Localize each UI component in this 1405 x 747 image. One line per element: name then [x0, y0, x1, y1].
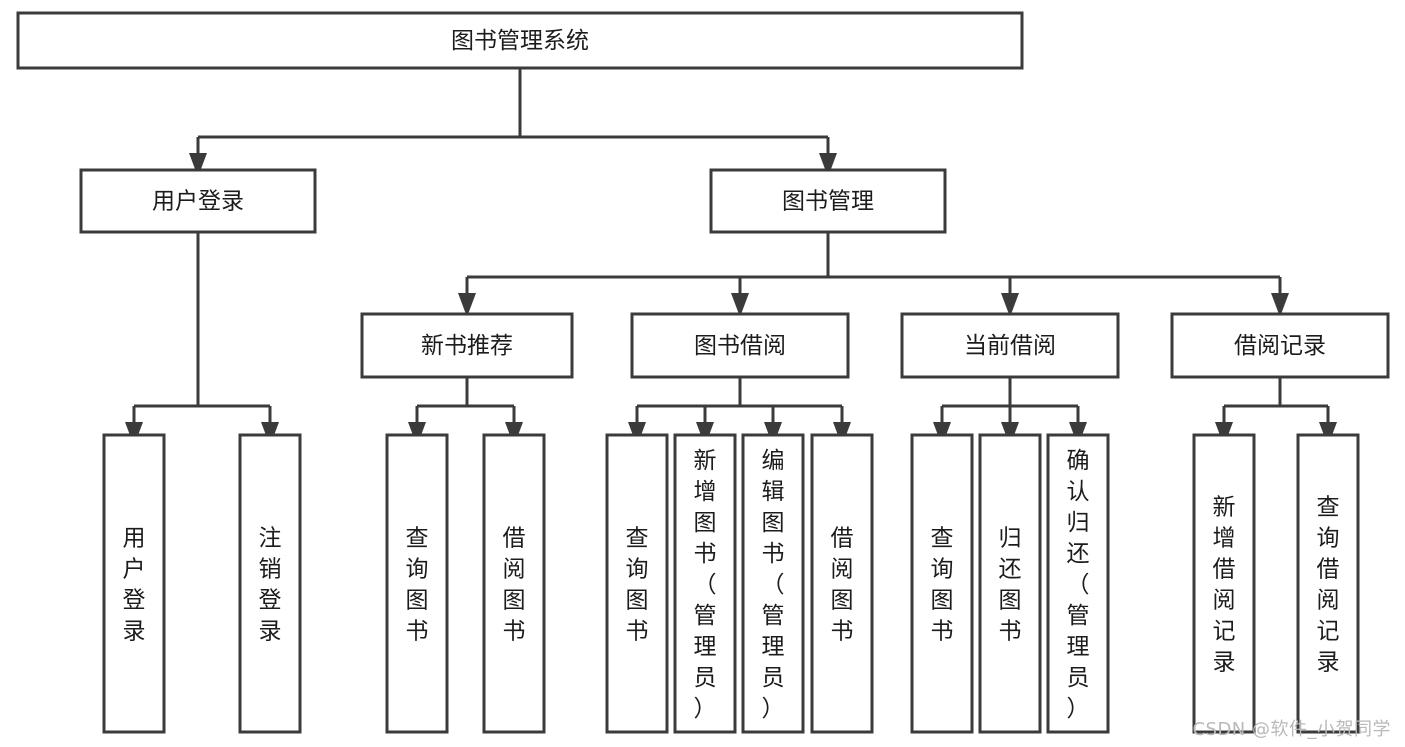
arrow-head-icon — [1001, 293, 1019, 317]
node-label: 确认归还（管理员） — [1067, 448, 1090, 722]
node-leaf-0[interactable]: 用户登录 — [102, 433, 166, 734]
node-label: 用户登录 — [152, 189, 244, 215]
node-level3-1[interactable]: 图书借阅 — [630, 312, 850, 379]
node-box — [385, 433, 449, 734]
node-leaf-11[interactable]: 新增借阅记录 — [1192, 433, 1256, 734]
node-box — [79, 168, 317, 234]
node-box — [741, 433, 805, 734]
node-label: 当前借阅 — [964, 333, 1056, 359]
node-box — [910, 433, 974, 734]
connector-layer — [125, 68, 1337, 446]
node-box — [605, 433, 669, 734]
node-leaf-5[interactable]: 新增图书（管理员） — [673, 433, 737, 734]
node-box — [360, 312, 574, 379]
node-leaf-2[interactable]: 查询图书 — [385, 433, 449, 734]
node-label: 借阅图书 — [503, 526, 526, 645]
node-root[interactable]: 图书管理系统 — [16, 11, 1024, 70]
node-leaf-4[interactable]: 查询图书 — [605, 433, 669, 734]
node-box — [810, 433, 874, 734]
node-level3-2[interactable]: 当前借阅 — [900, 312, 1120, 379]
node-label: 查询图书 — [931, 526, 954, 645]
node-leaf-12[interactable]: 查询借阅记录 — [1296, 433, 1360, 734]
node-level2-1[interactable]: 图书管理 — [709, 168, 947, 234]
watermark-label: CSDN @软件_小贺同学 — [1192, 719, 1391, 740]
node-level3-3[interactable]: 借阅记录 — [1170, 312, 1390, 379]
node-label: 用户登录 — [123, 526, 146, 645]
node-label: 编辑图书（管理员） — [762, 448, 785, 722]
arrow-head-icon — [819, 153, 837, 177]
node-level2-0[interactable]: 用户登录 — [79, 168, 317, 234]
node-label: 新增图书（管理员） — [694, 448, 717, 722]
node-box — [900, 312, 1120, 379]
node-leaf-10[interactable]: 确认归还（管理员） — [1046, 433, 1110, 734]
node-box — [1192, 433, 1256, 734]
node-leaf-8[interactable]: 查询图书 — [910, 433, 974, 734]
node-label: 图书管理系统 — [451, 28, 589, 54]
node-label: 新书推荐 — [421, 333, 513, 359]
arrow-head-icon — [458, 293, 476, 317]
node-box — [1170, 312, 1390, 379]
node-box — [673, 433, 737, 734]
node-label: 注销登录 — [259, 526, 282, 645]
node-box — [482, 433, 546, 734]
node-label: 查询借阅记录 — [1317, 495, 1340, 676]
node-box — [709, 168, 947, 234]
node-label: 图书管理 — [782, 189, 874, 215]
arrow-head-icon — [1271, 293, 1289, 317]
node-leaf-1[interactable]: 注销登录 — [238, 433, 302, 734]
node-box — [16, 11, 1024, 70]
node-label: 归还图书 — [999, 526, 1022, 645]
node-label: 新增借阅记录 — [1213, 495, 1236, 676]
node-box — [1046, 433, 1110, 734]
node-level3-0[interactable]: 新书推荐 — [360, 312, 574, 379]
node-leaf-6[interactable]: 编辑图书（管理员） — [741, 433, 805, 734]
node-leaf-9[interactable]: 归还图书 — [978, 433, 1042, 734]
node-box — [978, 433, 1042, 734]
node-leaf-3[interactable]: 借阅图书 — [482, 433, 546, 734]
node-label: 借阅记录 — [1234, 333, 1326, 359]
node-label: 查询图书 — [406, 526, 429, 645]
node-box — [238, 433, 302, 734]
arrow-head-icon — [731, 293, 749, 317]
node-label: 借阅图书 — [831, 526, 854, 645]
node-box — [102, 433, 166, 734]
node-leaf-7[interactable]: 借阅图书 — [810, 433, 874, 734]
node-box — [1296, 433, 1360, 734]
arrow-head-icon — [189, 153, 207, 177]
node-box — [630, 312, 850, 379]
node-label: 查询图书 — [626, 526, 649, 645]
node-label: 图书借阅 — [694, 333, 786, 359]
node-layer: 图书管理系统用户登录图书管理新书推荐图书借阅当前借阅借阅记录用户登录注销登录查询… — [16, 11, 1390, 734]
